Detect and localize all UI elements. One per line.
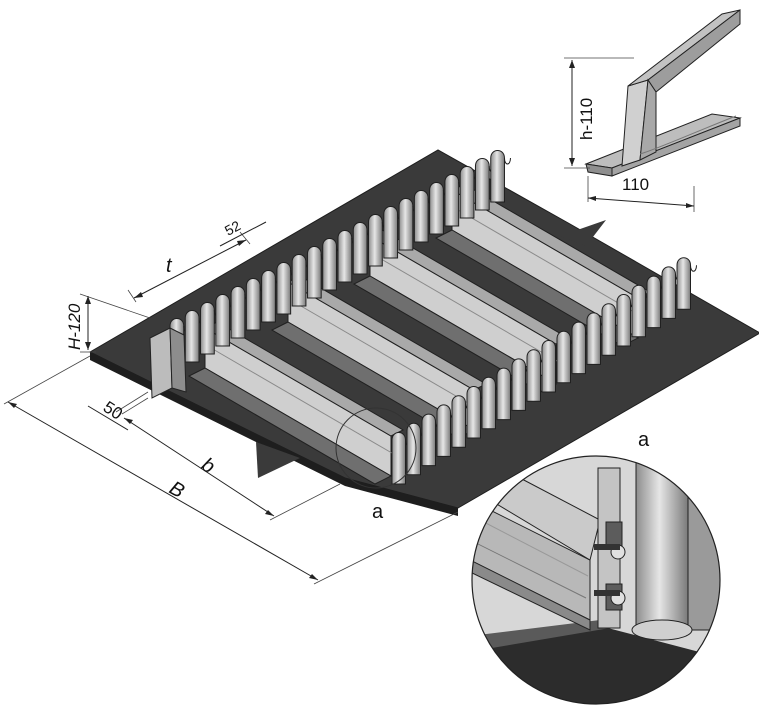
sidewall-end-plate xyxy=(149,327,187,399)
dimension-t-label: t xyxy=(166,255,173,277)
detail-marker-label: a xyxy=(372,501,384,523)
detail-view xyxy=(472,456,720,704)
front-sidewall-wave-2 xyxy=(406,422,427,476)
detail-marker-circle xyxy=(335,407,417,489)
dimension-sidewall-height-label: H-120 xyxy=(65,303,84,350)
cleat-profile-inset xyxy=(584,8,742,177)
dimension-edge-gap-label: 50 xyxy=(100,397,126,423)
dimension-b-label: b xyxy=(197,454,218,479)
belt-splice-tooth-back xyxy=(560,220,606,246)
dimension-cleat-height: h-110 xyxy=(564,57,634,169)
detail-view-title: a xyxy=(638,429,650,451)
front-sidewall-wave-16 xyxy=(616,294,637,347)
dimension-cleat-width: 110 xyxy=(587,175,695,212)
back-sidewall-wave-20 xyxy=(459,166,481,219)
sidewall-back xyxy=(169,150,511,371)
front-sidewall-wave-4 xyxy=(436,404,457,457)
back-sidewall-wave-12 xyxy=(337,230,359,283)
dimension-sidewall-height: H-120 xyxy=(65,293,151,353)
dimension-B-label: B xyxy=(166,477,188,503)
belt-splice-tooth-front xyxy=(256,442,300,478)
cleat-2 xyxy=(270,275,488,439)
front-sidewall-wave-18 xyxy=(646,275,667,329)
cleat-1 xyxy=(187,321,405,485)
belt-base xyxy=(88,149,759,516)
belt-thickness xyxy=(90,352,458,516)
back-sidewall-wave-2 xyxy=(184,310,206,363)
front-sidewall-wave-13 xyxy=(571,321,592,375)
dimension-cleat-gap: 52 xyxy=(219,217,267,247)
back-sidewall-wave-13 xyxy=(352,222,374,275)
dimension-t: t xyxy=(127,231,251,303)
sidewall-front xyxy=(391,257,697,485)
dimension-cleat-width-label: 110 xyxy=(622,175,649,194)
front-sidewall-wave-20 xyxy=(676,257,697,310)
front-sidewall-wave-1 xyxy=(391,432,412,485)
back-sidewall-wave-15 xyxy=(383,206,405,259)
detail-view-frame xyxy=(471,455,721,705)
dimension-edge-gap: 50 xyxy=(87,397,149,431)
dimension-cleat-gap-label: 52 xyxy=(222,217,243,239)
dimension-cleat-height-label: h-110 xyxy=(577,98,596,140)
back-sidewall-wave-22 xyxy=(490,150,511,203)
